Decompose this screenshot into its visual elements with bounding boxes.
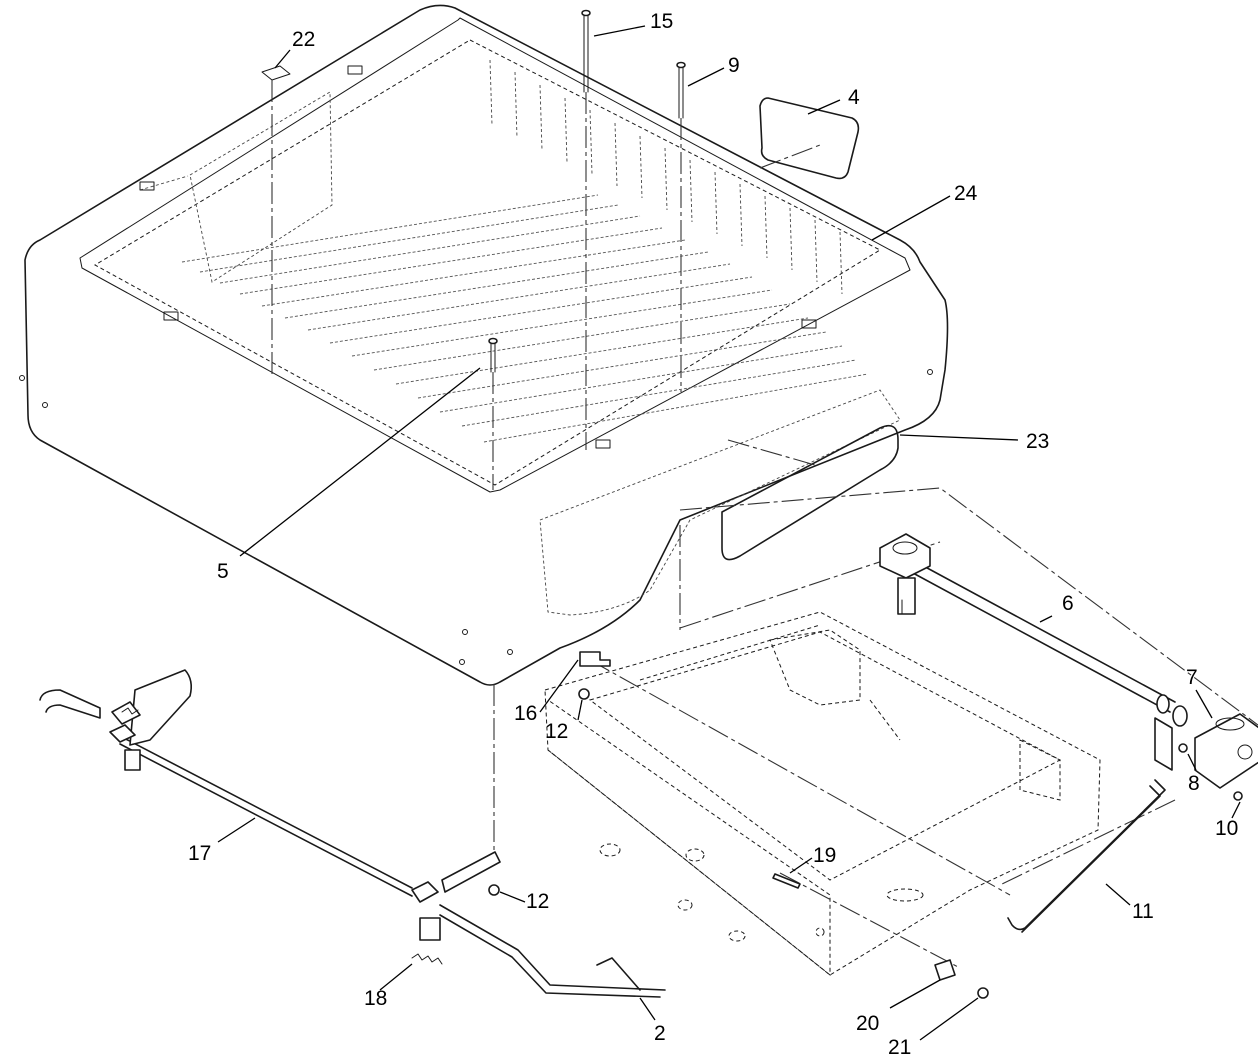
- spring-18: [121, 707, 443, 965]
- bracket-16: [579, 651, 611, 667]
- decal-22: [261, 65, 291, 81]
- bracket-8: [1154, 717, 1188, 771]
- lever-shaft-17: [119, 735, 413, 897]
- spacer-7: [1156, 694, 1188, 727]
- explode-lines: [271, 80, 1258, 969]
- callout-17: 17: [188, 842, 211, 865]
- callout-6: 6: [1062, 592, 1074, 615]
- callout-23: 23: [1026, 430, 1049, 453]
- callout-8: 8: [1188, 772, 1200, 795]
- floor-ribs: [181, 194, 869, 443]
- decal-4: [759, 97, 860, 180]
- pivot-block-right: [1194, 713, 1258, 789]
- callout-24: 24: [954, 182, 978, 205]
- callout-2: 2: [654, 1022, 666, 1045]
- callout-22: 22: [292, 28, 315, 51]
- rivet-9: [676, 61, 686, 119]
- callout-5: 5: [217, 560, 229, 583]
- callout-11: 11: [1132, 900, 1154, 923]
- cargo-bed: [19, 4, 949, 686]
- bolt-10: [1233, 791, 1243, 801]
- leader-lines: [217, 25, 1241, 1041]
- decal-23: [721, 424, 899, 561]
- wall-slats: [489, 59, 843, 295]
- handle-2: [439, 904, 666, 998]
- nut-12-upper: [578, 688, 590, 700]
- callout-19: 19: [813, 844, 836, 867]
- callout-4: 4: [848, 86, 860, 109]
- callout-20: 20: [856, 1012, 879, 1035]
- callout-15: 15: [650, 10, 673, 33]
- callout-numbers: 22 15 9 4 24 23 5 6 7 8 10 11 19 12 16 1…: [188, 10, 1238, 1059]
- rivet-5: [488, 337, 498, 373]
- callout-7: 7: [1186, 666, 1198, 689]
- pin-19: [772, 873, 801, 889]
- rivet-15: [581, 9, 591, 93]
- pivot-block-left: [879, 533, 931, 615]
- pivot-pin-20: [934, 959, 956, 981]
- nut-21: [977, 987, 989, 999]
- latch-rod-11: [1007, 779, 1166, 933]
- callout-12-lower: 12: [526, 890, 549, 913]
- subframe: [544, 611, 1101, 977]
- callout-9: 9: [728, 54, 740, 77]
- callout-18: 18: [364, 987, 387, 1010]
- callout-10: 10: [1215, 817, 1238, 840]
- callout-12-upper: 12: [545, 720, 568, 743]
- pivot-rod-6: [899, 555, 1176, 713]
- lever-bracket-right: [411, 851, 501, 941]
- callout-16: 16: [514, 702, 537, 725]
- lever-bracket-left: [39, 669, 192, 771]
- callout-21: 21: [888, 1036, 911, 1059]
- nut-12-lower: [488, 884, 500, 896]
